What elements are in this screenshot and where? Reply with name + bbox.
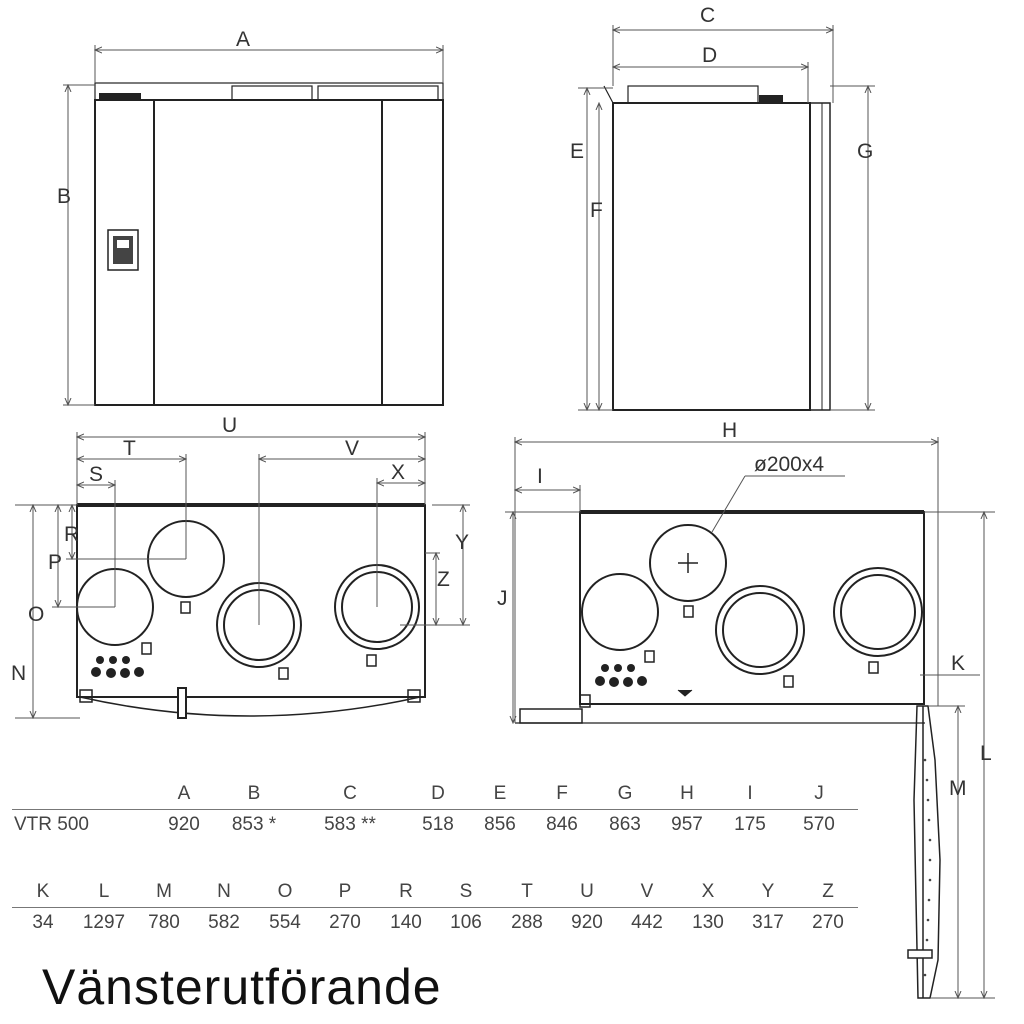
label-G: G <box>857 140 873 163</box>
table2-value: 780 <box>148 912 180 933</box>
table2-value: 270 <box>812 912 844 933</box>
table2-value: 130 <box>692 912 724 933</box>
top-view-right <box>515 510 925 724</box>
table2-value: 554 <box>269 912 301 933</box>
table2-header: T <box>521 881 533 902</box>
label-R: R <box>64 523 79 546</box>
table1-header: E <box>493 783 507 804</box>
label-Z: Z <box>437 568 450 591</box>
table2-value: 270 <box>329 912 361 933</box>
table1-value: 570 <box>803 814 835 835</box>
side-view <box>603 85 831 411</box>
table1-value: 518 <box>422 814 454 835</box>
table1-header: G <box>617 783 633 804</box>
table2-header: N <box>217 881 231 902</box>
label-H: H <box>722 419 737 442</box>
table1-value: 957 <box>671 814 703 835</box>
table1-header: C <box>343 783 357 804</box>
table2-value: 1297 <box>82 912 126 933</box>
table1-value: 853 * <box>231 814 277 835</box>
top-view-left-holes <box>91 656 144 678</box>
label-E: E <box>570 140 584 163</box>
table2-header: U <box>580 881 594 902</box>
table2-header: K <box>36 881 50 902</box>
table2-value: 106 <box>450 912 482 933</box>
table2-header: Y <box>761 881 775 902</box>
table1-header: A <box>177 783 191 804</box>
table2-value: 140 <box>390 912 422 933</box>
table2-header: M <box>156 881 172 902</box>
label-S: S <box>89 463 103 486</box>
label-V: V <box>345 437 359 460</box>
table1-header: H <box>680 783 694 804</box>
label-A: A <box>236 28 250 51</box>
top-view-right-holes <box>595 664 647 687</box>
table2-value: 288 <box>511 912 543 933</box>
table2-value: 442 <box>631 912 663 933</box>
label-T: T <box>123 437 136 460</box>
table2-header: S <box>459 881 473 902</box>
label-X: X <box>391 461 405 484</box>
table1-value: 583 ** <box>324 814 376 835</box>
table2-header: X <box>701 881 715 902</box>
label-B: B <box>57 185 71 208</box>
table2-header: V <box>640 881 654 902</box>
table1-header: F <box>556 783 568 804</box>
table2-rule <box>12 907 858 908</box>
top-view-left <box>76 503 426 719</box>
front-view-dimensions <box>63 45 443 405</box>
page-caption: Vänsterutförande <box>42 959 442 1015</box>
label-K: K <box>951 652 965 675</box>
label-N: N <box>11 662 26 685</box>
front-view <box>94 82 444 406</box>
top-view-left-dimensions <box>15 432 470 718</box>
table1-header: B <box>247 783 261 804</box>
table2-value: 34 <box>32 912 54 933</box>
label-I: I <box>537 465 543 488</box>
label-J: J <box>497 587 508 610</box>
table1-value: 856 <box>484 814 516 835</box>
label-L: L <box>980 742 992 765</box>
label-P: P <box>48 551 62 574</box>
table1-value: 175 <box>734 814 766 835</box>
table1-header: I <box>747 783 753 804</box>
table1-header: D <box>431 783 445 804</box>
side-view-dimensions <box>578 25 875 410</box>
table2-value: 582 <box>208 912 240 933</box>
label-C: C <box>700 4 715 27</box>
top-view-right-dimensions <box>505 437 995 998</box>
label-U: U <box>222 414 237 437</box>
table1-header: J <box>814 783 824 804</box>
label-O: O <box>28 603 44 626</box>
table1-rule <box>12 809 858 810</box>
table2-header: Z <box>822 881 834 902</box>
table1-value: 863 <box>609 814 641 835</box>
side-panel-dots <box>923 758 932 977</box>
label-F: F <box>590 199 603 222</box>
table1-row-label: VTR 500 <box>14 814 89 835</box>
table2-header: O <box>277 881 293 902</box>
table2-value: 920 <box>571 912 603 933</box>
table2-header: R <box>399 881 413 902</box>
table1-value: 920 <box>168 814 200 835</box>
table1-value: 846 <box>546 814 578 835</box>
duct-diameter-callout: ø200x4 <box>754 453 824 476</box>
table2-header: P <box>338 881 352 902</box>
table2-header: L <box>98 881 110 902</box>
label-Y: Y <box>455 531 469 554</box>
side-panel-mount <box>907 705 941 999</box>
label-D: D <box>702 44 717 67</box>
table2-value: 317 <box>752 912 784 933</box>
label-M: M <box>949 777 967 800</box>
